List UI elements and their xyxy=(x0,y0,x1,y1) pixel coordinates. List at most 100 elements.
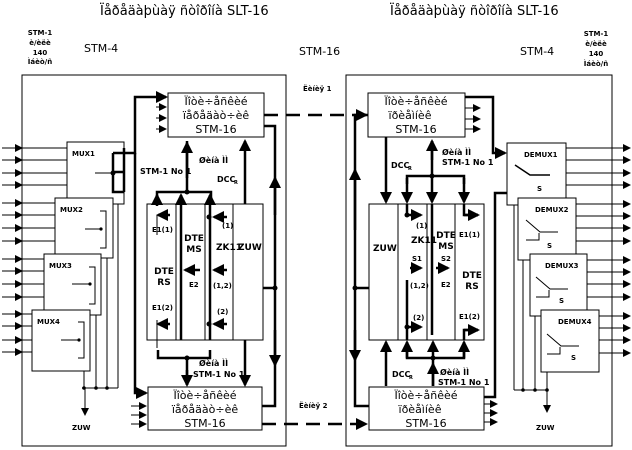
tx-feed-line xyxy=(124,91,168,155)
mux2: MUX2 xyxy=(54,197,114,259)
demux-label: DEMUX2 xyxy=(535,206,569,214)
mux-input-arrows xyxy=(2,144,67,356)
e2-label: E2 xyxy=(189,281,199,289)
switch-label: S xyxy=(537,185,542,193)
p2-label: (2) xyxy=(217,308,228,316)
rx-feed-line-bottom xyxy=(484,191,507,399)
p1-label: (1) xyxy=(416,222,427,230)
e1-2-label: E1(2) xyxy=(459,313,480,321)
mux-label: MUX2 xyxy=(60,206,83,214)
box-line: STM-16 xyxy=(395,123,436,136)
right-loop-line xyxy=(353,113,369,408)
box-line: ïåðåäàò÷èê xyxy=(171,403,238,416)
stm1-line: STM-1 xyxy=(28,29,53,37)
zk-label: ZK11 xyxy=(216,243,242,253)
box-line: ïðèåìíèê xyxy=(388,109,432,122)
bus-label: STM-1 No 1 xyxy=(140,167,192,176)
box-line: Ïîòè÷åñêèé xyxy=(394,389,457,402)
bus-label: STM-1 No 1 xyxy=(442,158,494,167)
switch-label: S xyxy=(571,354,576,362)
rx-feed-line xyxy=(465,95,507,159)
stm1-line: è/èëè xyxy=(585,40,607,48)
stm1-line: è/èëè xyxy=(29,39,51,47)
demux1: DEMUX1 S xyxy=(506,142,567,206)
left-loop-line xyxy=(262,124,277,408)
p1-label: (1) xyxy=(222,222,233,230)
tx-feed-line-bottom xyxy=(133,153,148,399)
mux4: MUX4 xyxy=(31,309,91,372)
stm1-line: 140 xyxy=(589,50,604,58)
box-line: ïåðåäàò÷èê xyxy=(182,109,249,122)
demux-output-arrows xyxy=(566,144,631,357)
right-bottom-receiver: Ïîòè÷åñêèé ïðèåìíèê STM-16 xyxy=(368,386,485,431)
e1-2-label: E1(2) xyxy=(152,304,173,312)
dte-rs-label: DTE xyxy=(154,267,174,277)
left-top-transmitter: Ïîòè÷åñêèé ïåðåäàò÷èê STM-16 xyxy=(167,92,265,138)
box-line: Ïîòè÷åñêèé xyxy=(173,389,236,402)
line1-label: Ëèíèÿ 1 xyxy=(303,84,332,93)
box-line: ïðèåìíèê xyxy=(398,403,442,416)
p12-label: (1,2) xyxy=(213,282,232,290)
zuw-label: ZUW xyxy=(373,244,397,254)
right-processing-block: ZUW ZK11 DTE MS DTE RS S1 S2 (1) (1,2) (… xyxy=(368,203,485,341)
right-stm1-label: STM-1 è/èëè 140 Ìáèò/ñ xyxy=(584,30,609,68)
mux-label: MUX3 xyxy=(49,262,72,270)
e1-1-label: E1(1) xyxy=(152,226,173,234)
mux3: MUX3 xyxy=(43,253,102,316)
mux1-switch xyxy=(111,148,126,194)
box-line: Ïîòè÷åñêèé xyxy=(384,95,447,108)
demux-zuw-bus xyxy=(513,205,548,391)
mux-label: MUX1 xyxy=(72,150,95,158)
right-title: Ïåðåäàþùàÿ ñòîðîíà SLT-16 xyxy=(390,3,559,19)
bus-label: Øèíà ÌÌ xyxy=(199,357,228,368)
switch-label: S xyxy=(559,297,564,305)
left-zuw-label: ZUW xyxy=(72,424,91,432)
switch-label: S xyxy=(547,242,552,250)
dte-ms-label: MS xyxy=(438,242,453,252)
stm1-line: STM-1 xyxy=(584,30,609,38)
line2-label: Ëèíèÿ 2 xyxy=(299,401,328,410)
e2-label: E2 xyxy=(441,281,451,289)
dcc-subscript: R xyxy=(409,375,413,381)
demux4: DEMUX4 S xyxy=(540,309,600,373)
bus-label: Øèíà ÌÌ xyxy=(440,366,469,377)
p2-label: (2) xyxy=(413,314,424,322)
left-title: Ïåðåäàþùàÿ ñòîðîíà SLT-16 xyxy=(100,3,269,19)
bus-label: Øèíà ÌÌ xyxy=(199,154,228,165)
box-line: STM-16 xyxy=(405,417,446,430)
demux-label: DEMUX4 xyxy=(558,318,592,326)
demux2: DEMUX2 S xyxy=(517,197,577,261)
stm1-line: Ìáèò/ñ xyxy=(584,59,608,68)
demux-label: DEMUX1 xyxy=(524,151,558,159)
mux-label: MUX4 xyxy=(37,318,60,326)
bus-label: STM-1 No 1 xyxy=(438,378,490,387)
stm16-label: STM-16 xyxy=(299,45,340,58)
box-line: STM-16 xyxy=(184,417,225,430)
dte-ms-label: MS xyxy=(186,245,201,255)
s1-label: S1 xyxy=(412,255,422,263)
dcc-subscript: R xyxy=(408,166,412,172)
dcc-label: DCC xyxy=(391,161,410,170)
box-line: Ïîòè÷åñêèé xyxy=(184,95,247,108)
dte-rs-label: DTE xyxy=(462,271,482,281)
dcc-label: DCC xyxy=(217,175,236,184)
dcc-subscript: R xyxy=(234,180,238,186)
right-zuw-label: ZUW xyxy=(536,424,555,432)
mux-zuw-bus xyxy=(82,204,119,389)
zk-label: ZK11 xyxy=(411,236,437,246)
left-stm4-label: STM-4 xyxy=(84,42,118,55)
dcc-label: DCC xyxy=(392,370,411,379)
demux3: DEMUX3 S xyxy=(529,253,588,317)
dte-ms-label: DTE xyxy=(436,231,456,241)
box-line: STM-16 xyxy=(195,123,236,136)
s2-label: S2 xyxy=(441,255,451,263)
dte-rs-label: RS xyxy=(157,278,170,288)
left-bottom-transmitter: Ïîòè÷åñêèé ïåðåäàò÷èê STM-16 xyxy=(147,386,263,431)
zuw-label: ZUW xyxy=(238,243,262,253)
stm1-line: 140 xyxy=(33,49,48,57)
stm1-line: Ìáèò/ñ xyxy=(28,57,52,66)
dte-ms-label: DTE xyxy=(184,234,204,244)
left-processing-block: DTE RS DTE MS ZK11 ZUW E1(1) E1(2) E2 (1… xyxy=(146,203,264,341)
